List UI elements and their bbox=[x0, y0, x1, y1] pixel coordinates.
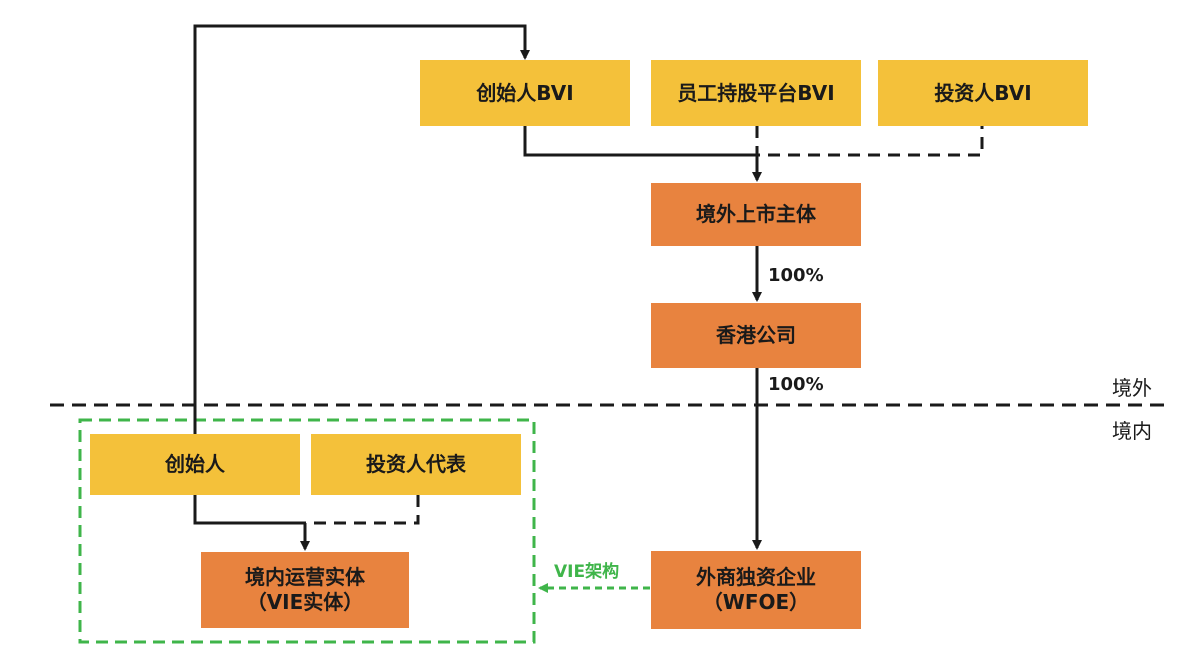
listing-entity-box: 境外上市主体 bbox=[651, 183, 861, 246]
pct-listing-to-hk-label: 100% bbox=[768, 265, 824, 286]
founder-bvi-label: 创始人BVI bbox=[476, 80, 574, 105]
wfoe-line1: 外商独资企业 bbox=[696, 565, 816, 589]
founder-bvi-to-listing-line bbox=[523, 126, 757, 157]
investor-bvi-label: 投资人BVI bbox=[934, 80, 1032, 105]
offshore-label: 境外 bbox=[1112, 376, 1152, 400]
founder-to-domestic-line bbox=[193, 495, 305, 525]
esop-bvi-box: 员工持股平台BVI bbox=[651, 60, 861, 126]
founder-box: 创始人 bbox=[90, 434, 300, 495]
domestic-entity-line2: （VIE实体） bbox=[246, 590, 364, 614]
wfoe-box: 外商独资企业 （WFOE） bbox=[651, 551, 861, 629]
esop-bvi-label: 员工持股平台BVI bbox=[677, 80, 835, 105]
domestic-entity-box: 境内运营实体 （VIE实体） bbox=[201, 552, 409, 628]
domestic-entity-line1: 境内运营实体 bbox=[245, 565, 365, 589]
hk-company-label: 香港公司 bbox=[716, 323, 796, 347]
vie-structure-label: VIE架构 bbox=[554, 562, 620, 582]
pct-hk-to-wfoe-label: 100% bbox=[768, 374, 824, 395]
wfoe-line2: （WFOE） bbox=[702, 590, 810, 614]
vie-enclosure bbox=[78, 418, 536, 644]
other-bvi-dashed-line bbox=[755, 126, 984, 157]
investor-bvi-box: 投资人BVI bbox=[878, 60, 1088, 126]
listing-entity-label: 境外上市主体 bbox=[696, 202, 816, 226]
investor-rep-box: 投资人代表 bbox=[311, 434, 521, 495]
founder-bvi-box: 创始人BVI bbox=[420, 60, 630, 126]
investor-rep-dashed-line bbox=[305, 495, 420, 525]
investor-rep-label: 投资人代表 bbox=[366, 452, 466, 476]
onshore-label: 境内 bbox=[1112, 419, 1152, 443]
hk-company-box: 香港公司 bbox=[651, 303, 861, 368]
founder-to-founder-bvi-line bbox=[193, 24, 530, 435]
founder-label: 创始人 bbox=[165, 452, 225, 476]
